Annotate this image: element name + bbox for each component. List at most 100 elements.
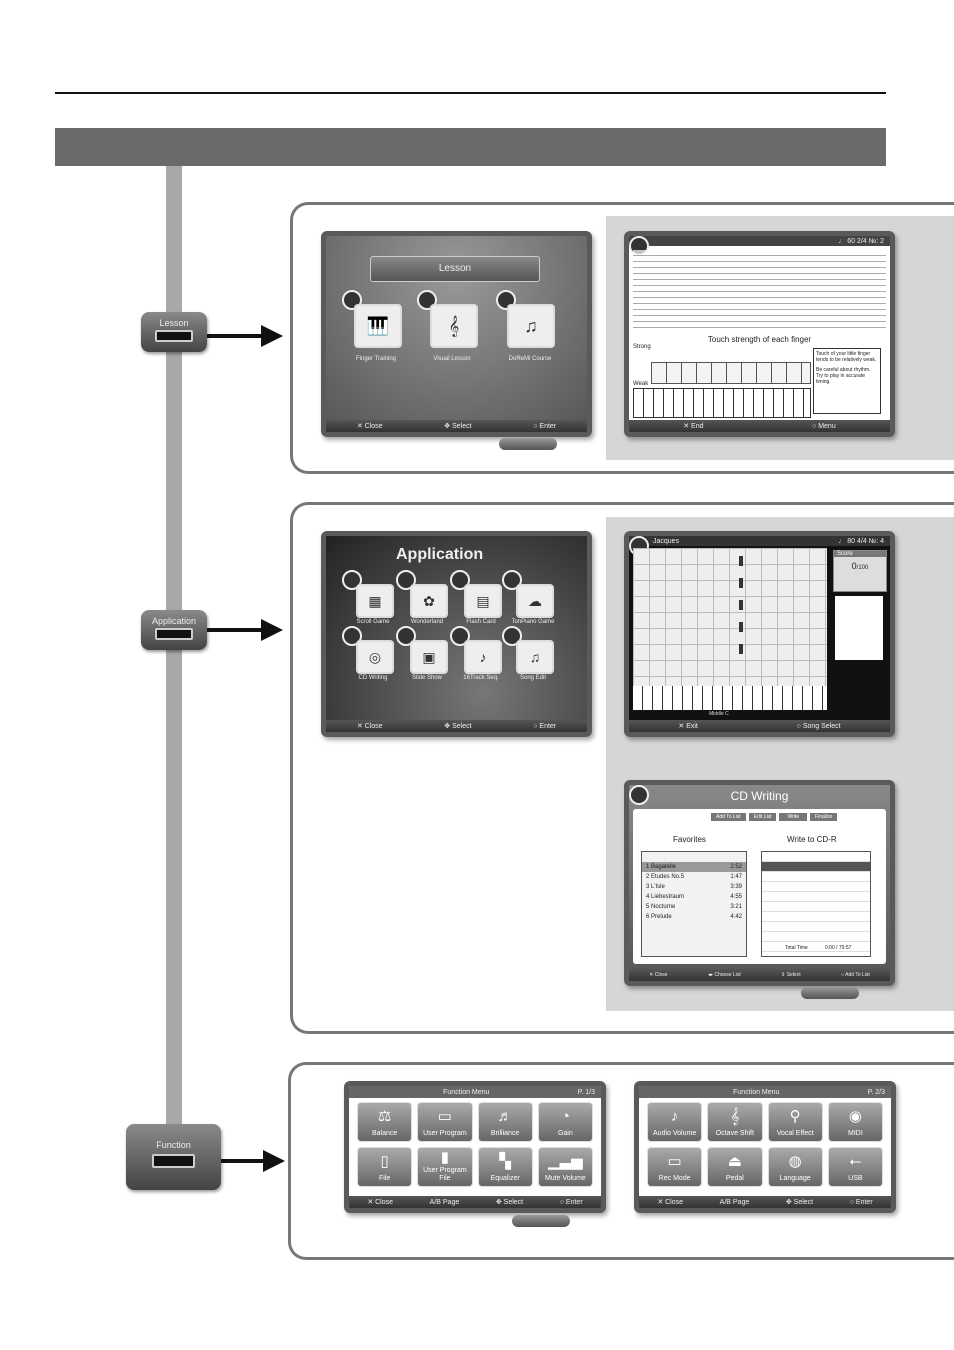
function-button-label: Function — [156, 1140, 191, 1150]
tab-add-to-list[interactable]: Add To List — [711, 813, 746, 821]
application-button-slot — [155, 628, 193, 640]
cd-writing-title: CD Writing — [730, 789, 789, 803]
song-edit-label: Song Edit — [519, 675, 547, 681]
rec-mode-tile[interactable]: ▭Rec Mode — [647, 1147, 703, 1187]
finger-training-screen: 1 ♩ 60 2/4 №: 2 Touch strength of each f… — [624, 231, 895, 437]
song-edit-icon[interactable]: ♫ — [516, 640, 554, 674]
score-box: Score 0/100 — [833, 550, 887, 592]
brilliance-tile[interactable]: ♬Brilliance — [477, 1102, 533, 1142]
audio-icon: ♪ — [670, 1107, 679, 1125]
scroll-game-label: Scroll Game — [356, 619, 390, 625]
gain-tile[interactable]: ◔Gain — [537, 1102, 593, 1142]
equalizer-tile[interactable]: ▚Equalizer — [477, 1147, 533, 1187]
doremi-course-icon[interactable]: ♫ — [507, 304, 555, 348]
meter-icon: ◔ — [560, 1107, 570, 1125]
doremi-course-label: DoReMi Course — [508, 356, 552, 362]
function-menu-1-topbar: Function Menu P. 1/3 — [349, 1086, 601, 1098]
favorites-title: Favorites — [673, 835, 706, 844]
function-button-slot — [152, 1154, 195, 1168]
scroll-game-topbar: Jacques ♩ 80 4/4 №: 4 — [629, 536, 890, 546]
flash-card-label: Flash Card — [466, 619, 496, 625]
cd-writing-screen: CD Writing Add To List Edit List Write F… — [624, 780, 895, 986]
wonderland-icon[interactable]: ✿ — [410, 584, 448, 618]
finger-notes: Touch of your little finger tends to be … — [813, 348, 881, 414]
selected-slot — [762, 862, 870, 871]
function-button[interactable]: Function — [126, 1124, 221, 1190]
finger-training-label: Finger Training — [355, 356, 397, 362]
function-menu-2-topbar: Function Menu P. 2/3 — [639, 1086, 891, 1098]
language-tile[interactable]: ◍Language — [767, 1147, 823, 1187]
visual-lesson-icon[interactable]: 𝄞 — [430, 304, 478, 348]
flash-card-icon[interactable]: ▤ — [464, 584, 502, 618]
lesson-button[interactable]: Lesson — [141, 312, 207, 352]
finger-screen-info: ♩ 60 2/4 №: 2 — [838, 237, 884, 245]
write-cd-title: Write to CD-R — [787, 835, 837, 844]
select-hint: ✥ Select — [495, 1199, 524, 1206]
select-hint: ⇕ Select — [781, 972, 801, 978]
scroll-game-icon[interactable]: ▦ — [356, 584, 394, 618]
slide-show-label: Slide Show — [411, 675, 443, 681]
user-program-tile[interactable]: ▭User Program — [417, 1102, 473, 1142]
finger-training-icon[interactable]: 🎹 — [354, 304, 402, 348]
audio-volume-tile[interactable]: ♪Audio Volume — [647, 1102, 703, 1142]
close-hint: ✕ Close — [657, 1199, 684, 1206]
note-scroll-grid — [633, 548, 827, 686]
usb-icon: ⭠ — [849, 1152, 862, 1170]
lesson-menu-footer: ✕ Close ✥ Select ○ Enter — [326, 420, 587, 432]
tonpiano-game-icon[interactable]: ☁ — [516, 584, 554, 618]
function-menu-2-grid: ♪Audio Volume 𝄞Octave Shift ⚲Vocal Effec… — [647, 1102, 883, 1187]
menu-hint: ○ Menu — [812, 422, 836, 430]
tab-write[interactable]: Write — [779, 813, 808, 821]
midi-icon: ◉ — [848, 1107, 862, 1125]
cd-writing-icon[interactable]: ◎ — [356, 640, 394, 674]
vocal-effect-tile[interactable]: ⚲Vocal Effect — [767, 1102, 823, 1142]
score-side-panel — [835, 596, 883, 660]
write-cd-list[interactable] — [761, 851, 871, 957]
function-menu-1-footer: ✕ Close A/B Page ✥ Select ○ Enter — [349, 1196, 601, 1208]
function-menu-2-screen: Function Menu P. 2/3 ♪Audio Volume 𝄞Octa… — [634, 1081, 896, 1213]
function-menu-2-page: P. 2/3 — [867, 1088, 885, 1096]
tab-edit-list[interactable]: Edit List — [748, 813, 777, 821]
function-menu-1-page: P. 1/3 — [577, 1088, 595, 1096]
track-sequencer-icon[interactable]: ♪ — [464, 640, 502, 674]
cd-writing-body: Add To List Edit List Write Finalize Fav… — [633, 809, 886, 964]
section-header-bar — [55, 128, 886, 166]
octave-shift-tile[interactable]: 𝄞Octave Shift — [707, 1102, 763, 1142]
track-sequencer-label: 16Track Seq. — [463, 675, 499, 681]
wonderland-label: Wonderland — [410, 619, 444, 625]
add-to-list-hint: ○ Add To List — [840, 972, 870, 978]
application-menu-title: Application — [396, 546, 484, 563]
user-program-file-tile[interactable]: ▮User Program File — [417, 1147, 473, 1187]
piano-icon: ♬ — [497, 1107, 513, 1125]
function-menu-2-title: Function Menu — [733, 1088, 780, 1096]
application-menu-screen: Application ▦ ✿ ▤ ☁ Scroll Game Wonderla… — [321, 531, 592, 737]
application-button[interactable]: Application — [141, 610, 207, 650]
usb-tile[interactable]: ⭠USB — [827, 1147, 883, 1187]
volume-bars-icon: ▁▃▅ — [548, 1152, 583, 1170]
equalizer-icon: ▚ — [499, 1152, 511, 1170]
function-arrow — [221, 1150, 285, 1172]
midi-tile[interactable]: ◉MIDI — [827, 1102, 883, 1142]
finger-caption: Touch strength of each finger — [707, 335, 812, 344]
mute-volume-tile[interactable]: ▁▃▅Mute Volume — [537, 1147, 593, 1187]
tab-finalize[interactable]: Finalize — [810, 813, 838, 821]
page-ref-pill — [512, 1215, 570, 1227]
pedal-tile[interactable]: ⏏Pedal — [707, 1147, 763, 1187]
scroll-game-footer: ✕ Exit ○ Song Select — [629, 720, 890, 732]
application-arrow — [207, 619, 283, 641]
enter-hint: ○ Enter — [849, 1198, 873, 1206]
file-tile[interactable]: ▯File — [357, 1147, 413, 1187]
enter-hint: ○ Enter — [559, 1198, 583, 1206]
page-ref-pill — [499, 438, 557, 450]
slide-show-icon[interactable]: ▣ — [410, 640, 448, 674]
balance-tile[interactable]: ⚖Balance — [357, 1102, 413, 1142]
function-menu-1-screen: Function Menu P. 1/3 ⚖Balance ▭User Prog… — [344, 1081, 606, 1213]
total-time-value: 0:00 / 79:57 — [825, 945, 852, 951]
